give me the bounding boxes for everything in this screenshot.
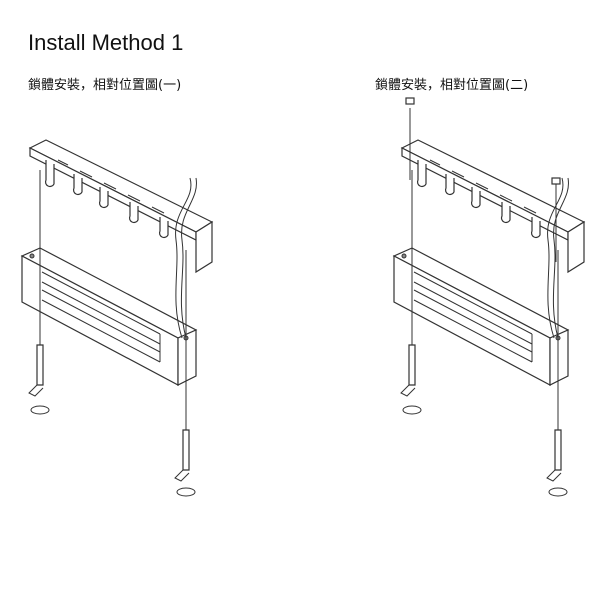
figure-1-caption: 鎖體安裝，相對位置圖(一) bbox=[28, 78, 182, 93]
top-screws-diagram-2 bbox=[405, 97, 561, 262]
figure-2-caption: 鎖體安裝，相對位置圖(二) bbox=[375, 78, 529, 93]
lock-diagram-1 bbox=[21, 139, 213, 497]
page-title: Install Method 1 bbox=[28, 30, 184, 55]
